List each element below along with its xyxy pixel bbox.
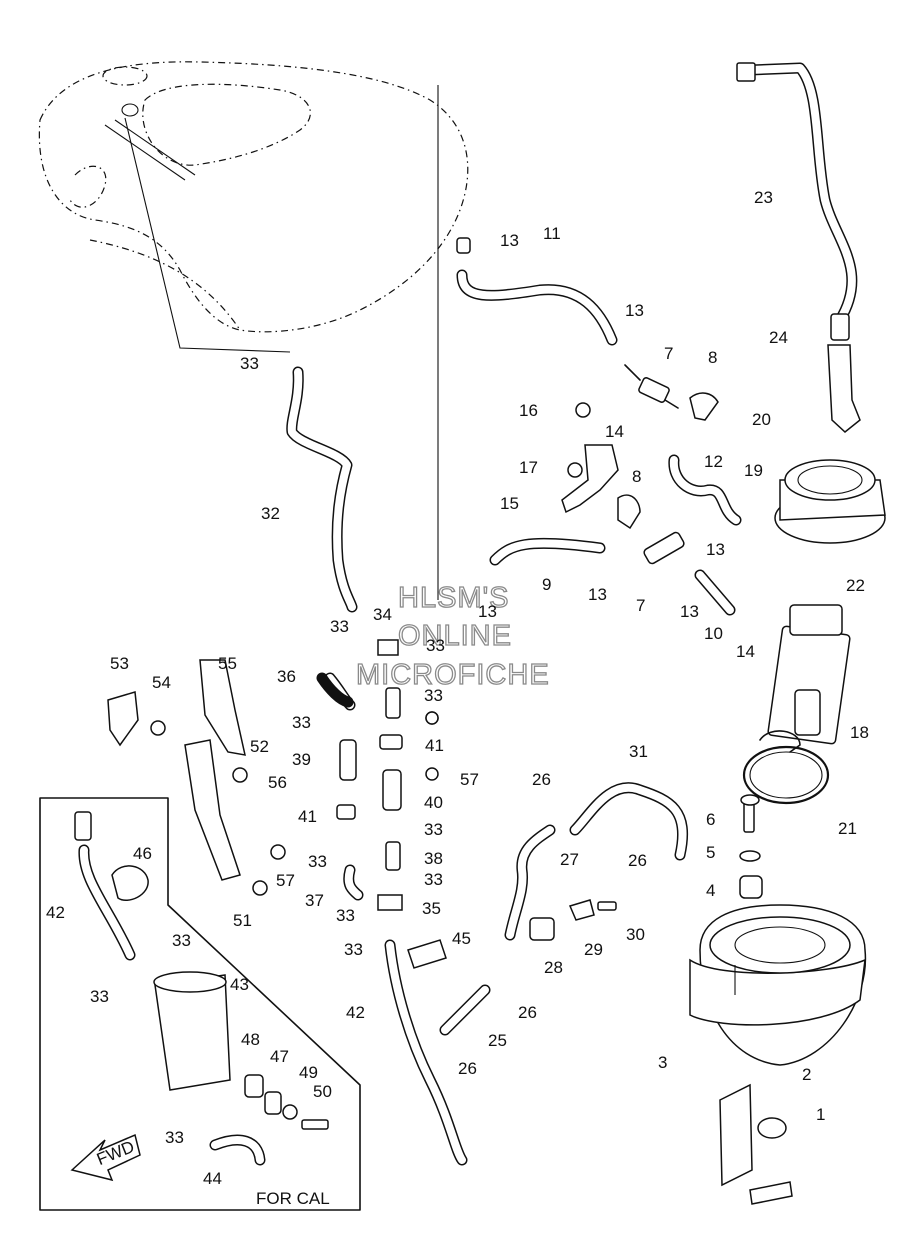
callout-label: 57 bbox=[276, 871, 295, 890]
svg-text:ONLINE: ONLINE bbox=[398, 620, 512, 652]
callout-label: 14 bbox=[736, 642, 755, 661]
fuel-tank-outline bbox=[38, 61, 469, 333]
callout-label: 10 bbox=[704, 624, 723, 643]
callout-label: 13 bbox=[680, 602, 699, 621]
callout-label: 33 bbox=[344, 940, 363, 959]
callout-label: 44 bbox=[203, 1169, 222, 1188]
callout-label: 52 bbox=[250, 737, 269, 756]
callout-label: 42 bbox=[46, 903, 65, 922]
callout-label: 33 bbox=[424, 870, 443, 889]
callout-label: 8 bbox=[632, 467, 641, 486]
callout-label: 1 bbox=[816, 1105, 825, 1124]
callout-label: 9 bbox=[542, 575, 551, 594]
callout-label: 29 bbox=[584, 940, 603, 959]
callout-label: 32 bbox=[261, 504, 280, 523]
callout-label: 11 bbox=[543, 224, 561, 243]
callout-label: 33 bbox=[424, 820, 443, 839]
callout-label: 43 bbox=[230, 975, 249, 994]
callout-label: 46 bbox=[133, 844, 152, 863]
callout-label: 33 bbox=[308, 852, 327, 871]
callout-label: 35 bbox=[422, 899, 441, 918]
callout-label: 12 bbox=[704, 452, 723, 471]
callout-label: 33 bbox=[424, 686, 443, 705]
for-cal-box bbox=[39, 797, 361, 1211]
callout-label: 13 bbox=[625, 301, 644, 320]
callout-label: 13 bbox=[500, 231, 519, 250]
callout-label: 55 bbox=[218, 654, 237, 673]
callout-label: 33 bbox=[336, 906, 355, 925]
callout-label: 14 bbox=[605, 422, 624, 441]
callout-label: 6 bbox=[706, 810, 715, 829]
callout-label: 13 bbox=[706, 540, 725, 559]
callout-label: 42 bbox=[346, 1003, 365, 1022]
callout-label: 51 bbox=[233, 911, 252, 930]
callout-label: 2 bbox=[802, 1065, 811, 1084]
callout-label: 41 bbox=[425, 736, 444, 755]
callout-label: 13 bbox=[588, 585, 607, 604]
callout-label: 18 bbox=[850, 723, 869, 742]
callout-label: 15 bbox=[500, 494, 519, 513]
callout-label: 33 bbox=[426, 636, 445, 655]
fwd-arrow-icon bbox=[70, 1133, 141, 1182]
callout-label: 7 bbox=[664, 344, 673, 363]
callout-label: 16 bbox=[519, 401, 538, 420]
callout-label: 56 bbox=[268, 773, 287, 792]
callout-label: 33 bbox=[292, 713, 311, 732]
callout-label: 33 bbox=[330, 617, 349, 636]
callout-label: 54 bbox=[152, 673, 171, 692]
callout-label: 36 bbox=[277, 667, 296, 686]
callout-label: 49 bbox=[299, 1063, 318, 1082]
fuel-pump bbox=[759, 604, 851, 753]
callout-label: 13 bbox=[478, 602, 497, 621]
callout-label: 7 bbox=[636, 596, 645, 615]
svg-text:HLSM'S: HLSM'S bbox=[398, 582, 509, 614]
callout-label: 21 bbox=[838, 819, 857, 838]
callout-label: 25 bbox=[488, 1031, 507, 1050]
callout-label: 33 bbox=[240, 354, 259, 373]
callout-label: 27 bbox=[560, 850, 579, 869]
callout-label: 38 bbox=[424, 849, 443, 868]
callout-label: 40 bbox=[424, 793, 443, 812]
callout-label: 26 bbox=[458, 1059, 477, 1078]
callout-label: 23 bbox=[754, 188, 773, 207]
callout-label: 30 bbox=[626, 925, 645, 944]
callout-label: 8 bbox=[708, 348, 717, 367]
callout-label: 26 bbox=[532, 770, 551, 789]
callout-label: 34 bbox=[373, 605, 392, 624]
watermark: HLSM'S ONLINE MICROFICHE bbox=[355, 581, 550, 691]
callout-label: 26 bbox=[628, 851, 647, 870]
callout-label: 17 bbox=[519, 458, 538, 477]
callout-label: 41 bbox=[298, 807, 317, 826]
callout-label: 31 bbox=[629, 742, 648, 761]
callout-label: 22 bbox=[846, 576, 865, 595]
callout-labels: 1 2 3 4 5 6 7 8 9 10 11 12 13 14 15 16 1… bbox=[46, 188, 869, 1188]
callout-label: 20 bbox=[752, 410, 771, 429]
callout-label: 47 bbox=[270, 1047, 289, 1066]
callout-label: 5 bbox=[706, 843, 715, 862]
callout-label: 26 bbox=[518, 1003, 537, 1022]
callout-label: 33 bbox=[172, 931, 191, 950]
tank-base bbox=[689, 904, 867, 1066]
callout-label: 28 bbox=[544, 958, 563, 977]
callout-label: 33 bbox=[165, 1128, 184, 1147]
callout-label: 19 bbox=[744, 461, 763, 480]
callout-label: 37 bbox=[305, 891, 324, 910]
callout-label: 48 bbox=[241, 1030, 260, 1049]
svg-text:MICROFICHE: MICROFICHE bbox=[356, 659, 550, 691]
callout-label: 45 bbox=[452, 929, 471, 948]
callout-label: 57 bbox=[460, 770, 479, 789]
callout-label: 3 bbox=[658, 1053, 667, 1072]
callout-label: 33 bbox=[90, 987, 109, 1006]
callout-label: 4 bbox=[706, 881, 715, 900]
pump-flange bbox=[774, 459, 886, 544]
callout-label: 24 bbox=[769, 328, 788, 347]
callout-label: 53 bbox=[110, 654, 129, 673]
for-cal-label: FOR CAL bbox=[256, 1189, 330, 1208]
callout-label: 50 bbox=[313, 1082, 332, 1101]
callout-label: 39 bbox=[292, 750, 311, 769]
